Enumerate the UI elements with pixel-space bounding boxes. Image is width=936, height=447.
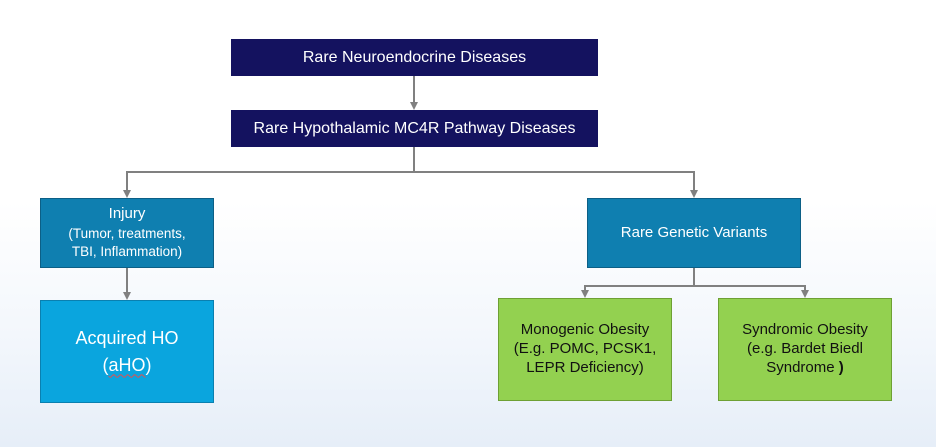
paren-close: ) — [145, 354, 152, 375]
arrow-genetic-to-syndromic — [694, 285, 809, 298]
node-line-1: Syndromic Obesity — [742, 321, 868, 339]
node-detail-line-2: TBI, Inflammation) — [71, 244, 183, 260]
node-label: Rare Genetic Variants — [620, 223, 768, 241]
node-rare-genetic-variants: Rare Genetic Variants — [587, 198, 801, 268]
node-line-1: Monogenic Obesity — [520, 321, 650, 339]
arrow-pathway-to-injury — [123, 147, 415, 198]
node-label: Rare Hypothalamic MC4R Pathway Diseases — [253, 119, 576, 137]
node-acquired-ho: Acquired HO (aHO) — [40, 300, 214, 403]
node-monogenic-obesity: Monogenic Obesity (E.g. POMC, PCSK1, LEP… — [498, 298, 672, 401]
node-line-3: LEPR Deficiency) — [526, 358, 644, 376]
node-rare-neuroendocrine-diseases: Rare Neuroendocrine Diseases — [231, 39, 598, 76]
node-mc4r-pathway-diseases: Rare Hypothalamic MC4R Pathway Diseases — [231, 110, 598, 147]
node-title: Injury — [108, 204, 146, 222]
node-line-3: Syndrome ) — [766, 359, 844, 378]
arrow-genetic-to-monogenic — [581, 268, 695, 298]
node-line-2: (aHO) — [102, 354, 151, 377]
node-line-2: (E.g. POMC, PCSK1, — [513, 340, 657, 358]
node-label: Rare Neuroendocrine Diseases — [302, 48, 527, 66]
node-line-2: (e.g. Bardet Biedl — [747, 340, 863, 358]
node-detail-line-1: (Tumor, treatments, — [68, 225, 186, 241]
node-line-1: Acquired HO — [75, 328, 179, 348]
paren-open: ( — [102, 354, 109, 375]
arrow-pathway-to-genetic — [414, 171, 698, 198]
paren-close: ) — [838, 358, 844, 376]
abbreviation: aHO — [108, 354, 146, 375]
syndrome-word: Syndrome — [766, 358, 835, 376]
node-syndromic-obesity: Syndromic Obesity (e.g. Bardet Biedl Syn… — [718, 298, 892, 401]
node-injury: Injury (Tumor, treatments, TBI, Inflamma… — [40, 198, 214, 268]
